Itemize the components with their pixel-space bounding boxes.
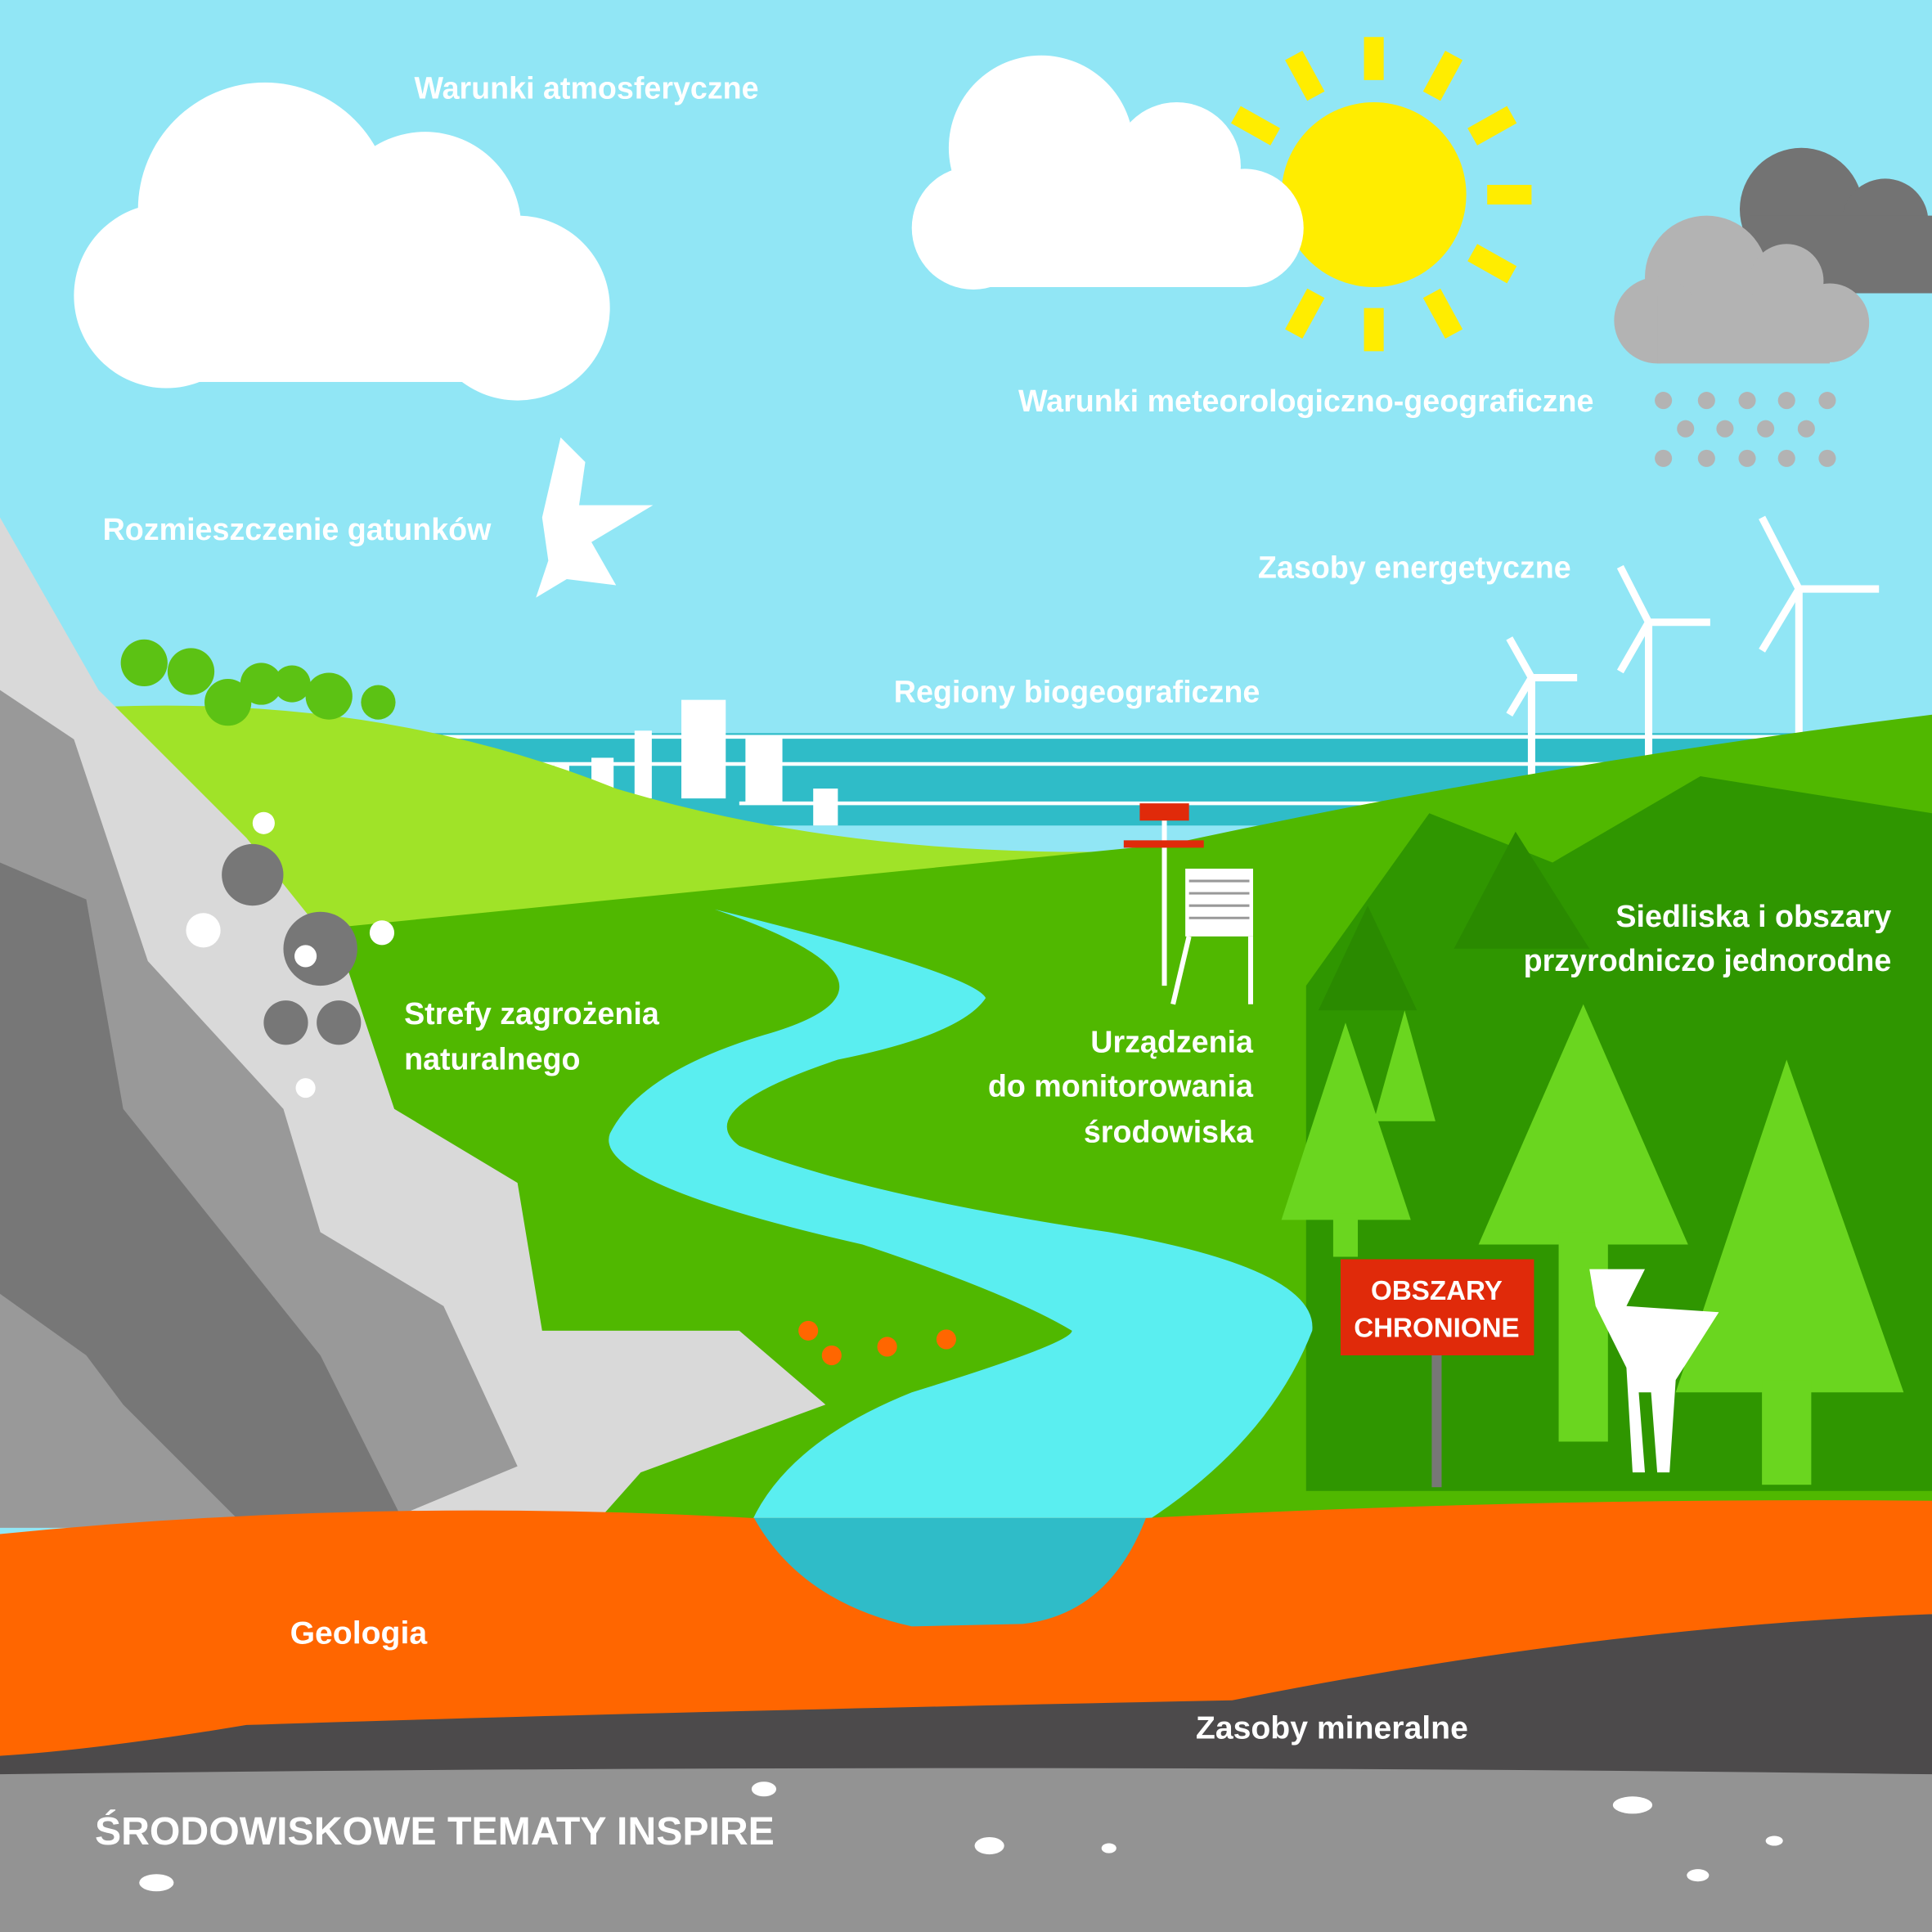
protected-areas-sign: OBSZARY CHRONIONE bbox=[1340, 1259, 1534, 1488]
label-energy: Zasoby energetyczne bbox=[1258, 550, 1571, 584]
label-habitats-2: przyrodniczo jednorodne bbox=[1524, 943, 1892, 977]
tree-icon bbox=[120, 639, 396, 726]
label-meteo: Warunki meteorologiczno-geograficzne bbox=[1018, 384, 1593, 418]
weather-station-icon bbox=[1123, 803, 1253, 1005]
rock-icon bbox=[222, 843, 362, 1045]
river-mouth bbox=[753, 1517, 1146, 1627]
sign-label-line1: OBSZARY bbox=[1371, 1276, 1503, 1306]
tree-icon bbox=[1281, 1004, 1904, 1485]
eagle-icon bbox=[536, 437, 654, 598]
label-habitats-1: Siedliska i obszary bbox=[1615, 899, 1891, 933]
rain-cloud-icon bbox=[1614, 147, 1932, 467]
label-monitoring-3: środowiska bbox=[1084, 1114, 1254, 1148]
geology-layer bbox=[0, 1500, 1932, 1756]
sign-label-line2: CHRONIONE bbox=[1354, 1313, 1519, 1343]
pebbles bbox=[139, 1781, 1783, 1892]
page-title: ŚRODOWISKOWE TEMATY INSPIRE bbox=[95, 1808, 775, 1853]
label-hazard-2: naturalnego bbox=[404, 1042, 580, 1076]
label-monitoring-2: do monitorowania bbox=[988, 1069, 1254, 1103]
sun-icon bbox=[1230, 37, 1532, 352]
label-geology: Geologia bbox=[290, 1616, 429, 1651]
flower-icon bbox=[798, 1320, 956, 1366]
label-mineral: Zasoby mineralne bbox=[1196, 1710, 1468, 1746]
cloud-icon bbox=[74, 82, 610, 401]
label-species: Rozmieszczenie gatunków bbox=[103, 512, 492, 546]
deer-icon bbox=[1589, 1269, 1719, 1473]
label-hazard-1: Strefy zagrożenia bbox=[404, 996, 660, 1031]
river bbox=[609, 909, 1313, 1522]
label-atmospheric: Warunki atmosferyczne bbox=[414, 71, 758, 106]
wind-turbine-icon bbox=[1506, 515, 1880, 777]
label-monitoring-1: Urządzenia bbox=[1090, 1024, 1254, 1058]
label-biogeo: Regiony biogeograficzne bbox=[894, 675, 1260, 709]
cloud-icon bbox=[911, 55, 1304, 290]
